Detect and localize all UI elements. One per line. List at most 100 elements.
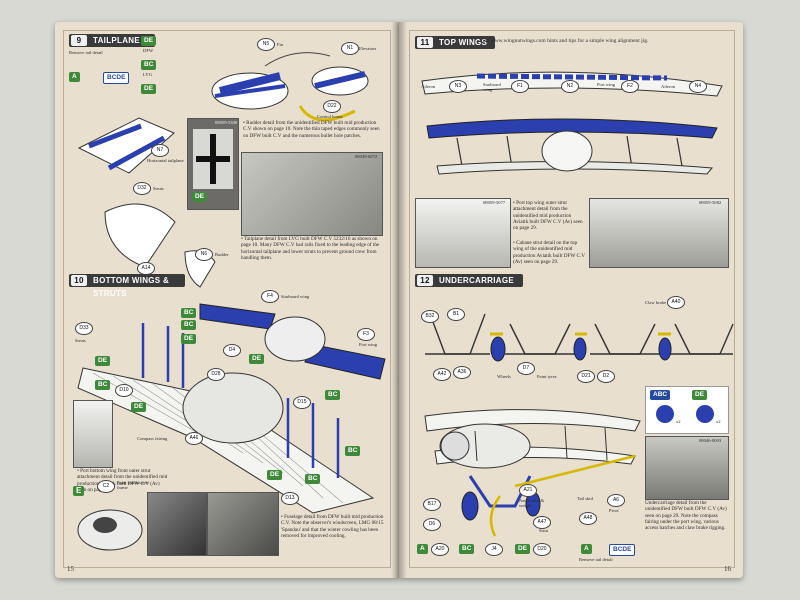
tag-de-2: DE xyxy=(95,356,111,366)
section-number: 10 xyxy=(71,275,87,286)
callout-j4: J4 xyxy=(485,543,503,556)
tag-de-4: DE xyxy=(249,354,265,364)
tag-de-3: DE xyxy=(131,402,147,412)
callout-b1: B1 xyxy=(447,308,465,321)
tag-bc-4: BC xyxy=(325,390,341,400)
fuselage-detail-text: • Fuselage detail from DFW built mid pro… xyxy=(281,514,384,539)
tag-bc-2: BC xyxy=(181,320,197,330)
aerial-tube-label: Aerial tube & weight xyxy=(519,498,545,508)
version-box: ABC DE x2 x2 xyxy=(645,386,729,434)
callout-a20: A20 xyxy=(431,543,449,556)
rudder-detail-text: • Rudder detail from the unidentified DF… xyxy=(243,120,380,139)
callout-b32: B32 xyxy=(421,310,439,323)
version-tag-bcde: BCDE xyxy=(103,72,130,84)
callout-n1: N1 xyxy=(341,42,359,55)
x2-label-b: x2 xyxy=(716,419,721,424)
section-number: 11 xyxy=(417,37,433,48)
tail-skid-label: Tail skid xyxy=(577,496,593,501)
callout-c2: C2 xyxy=(97,480,115,493)
callout-b17: B17 xyxy=(423,498,441,511)
callout-d4: D4 xyxy=(223,344,241,357)
page-number-left: 15 xyxy=(67,565,74,573)
callout-d6: D6 xyxy=(423,518,441,531)
horizontal-tailplane-label: Horizontal tailplane xyxy=(147,158,184,163)
photo-id-1: 08059-5300 xyxy=(215,120,238,125)
bottom-wing-drawing xyxy=(77,323,375,514)
callout-a40: A40 xyxy=(667,296,685,309)
tag-de-1: DE xyxy=(181,334,197,344)
callout-a36: A36 xyxy=(453,366,471,379)
website-note: Visit www.wingnutwings.com hints and tip… xyxy=(479,38,649,44)
paint-windscreen-label: Paint windscreen frame xyxy=(117,480,149,490)
callout-n6: N6 xyxy=(195,248,213,261)
struts-label-2: Struts xyxy=(75,338,86,343)
callout-a6: A6 xyxy=(607,494,625,507)
version-tag-de-2: DE xyxy=(141,84,157,94)
pivot-label: Pivot xyxy=(609,508,619,513)
section-header-tailplane: 9 TAILPLANE xyxy=(69,34,155,47)
tag-bc-bottom: BC xyxy=(459,544,475,554)
tag-bc-1: BC xyxy=(181,308,197,318)
callout-n3: N3 xyxy=(449,80,467,93)
photo-id-r3: 08046-8003 xyxy=(699,438,722,443)
page-frame xyxy=(409,30,735,568)
page-number-right: 16 xyxy=(724,565,731,573)
strut-attach-text: • Port top wing outer strut attachment d… xyxy=(513,200,583,232)
instruction-booklet: 9 TAILPLANE Remove tail detail A BCDE DE… xyxy=(55,22,743,582)
tag-bc-5: BC xyxy=(345,446,361,456)
tag-de: DE xyxy=(692,390,708,400)
aileron-left-label: Aileron xyxy=(421,84,436,89)
section-title: BOTTOM WINGS & STRUTS xyxy=(93,276,170,298)
callout-f2: F2 xyxy=(621,80,639,93)
struts-label: Struts xyxy=(153,186,164,191)
callout-n4: N4 xyxy=(689,80,707,93)
photo-id-r1: 08059-5077 xyxy=(483,200,506,205)
x2-label-a: x2 xyxy=(676,419,681,424)
callout-d2: D2 xyxy=(597,370,615,383)
callout-f4: F4 xyxy=(261,290,279,303)
callout-f3: F3 xyxy=(357,328,375,341)
rudder-label: Rudder xyxy=(215,252,229,257)
control-horns-label: Control horns xyxy=(317,114,343,119)
tag-de-5: DE xyxy=(267,470,283,480)
tag-bc-6: BC xyxy=(305,474,321,484)
cabane-strut-text: • Cabane strut detail on the top wing of… xyxy=(513,240,585,265)
paint-tyres-label: Paint tyres xyxy=(537,374,557,379)
section-header-bottom-wings: 10 BOTTOM WINGS & STRUTS xyxy=(69,274,185,298)
section-header-top-wings: 11 TOP WINGS xyxy=(415,36,495,49)
version-tag-a: A xyxy=(69,72,80,82)
undercarriage-detail-text: Undercarriage detail from the unidentifi… xyxy=(645,500,727,532)
lvg-label: LVG xyxy=(143,72,153,77)
callout-d20: D20 xyxy=(533,543,551,556)
tag-a-remove: A xyxy=(581,544,592,554)
photo-cockpit-1 xyxy=(147,492,207,556)
starboard-wing-label: Starboard wing xyxy=(281,294,310,299)
tailplane-drawing xyxy=(211,52,369,122)
right-page: 11 TOP WINGS Visit www.wingnutwings.com … xyxy=(399,22,743,578)
callout-d33: D33 xyxy=(75,322,93,335)
page-gutter xyxy=(391,22,407,578)
callout-f1: F1 xyxy=(511,80,529,93)
tag-abc: ABC xyxy=(650,390,671,400)
photo-undercarriage xyxy=(645,436,729,500)
callout-d7: D7 xyxy=(517,362,535,375)
dfw-label: DFW xyxy=(143,48,154,53)
photo-tailplane xyxy=(241,152,383,236)
callout-a21: A21 xyxy=(519,484,537,497)
remove-tail-label-right: Remove tail detail xyxy=(579,557,613,562)
wheel-option-1 xyxy=(656,405,674,423)
section-title: TOP WINGS xyxy=(439,38,488,47)
left-page: 9 TAILPLANE Remove tail detail A BCDE DE… xyxy=(55,22,399,578)
strut-label: Strut xyxy=(539,528,548,533)
section-number: 12 xyxy=(417,275,433,286)
fin-label: Fin xyxy=(277,42,284,47)
plane-undercarriage-drawing xyxy=(424,409,641,537)
callout-d15: D15 xyxy=(293,396,311,409)
callout-n5: N5 xyxy=(257,38,275,51)
undercarriage-steps-drawing xyxy=(425,313,734,362)
callout-d13: D13 xyxy=(281,492,299,505)
callout-d28: D28 xyxy=(207,368,225,381)
cockpit-drawing xyxy=(77,509,143,551)
port-wing-label: Port wing xyxy=(359,342,377,347)
callout-a46: A46 xyxy=(185,432,203,445)
